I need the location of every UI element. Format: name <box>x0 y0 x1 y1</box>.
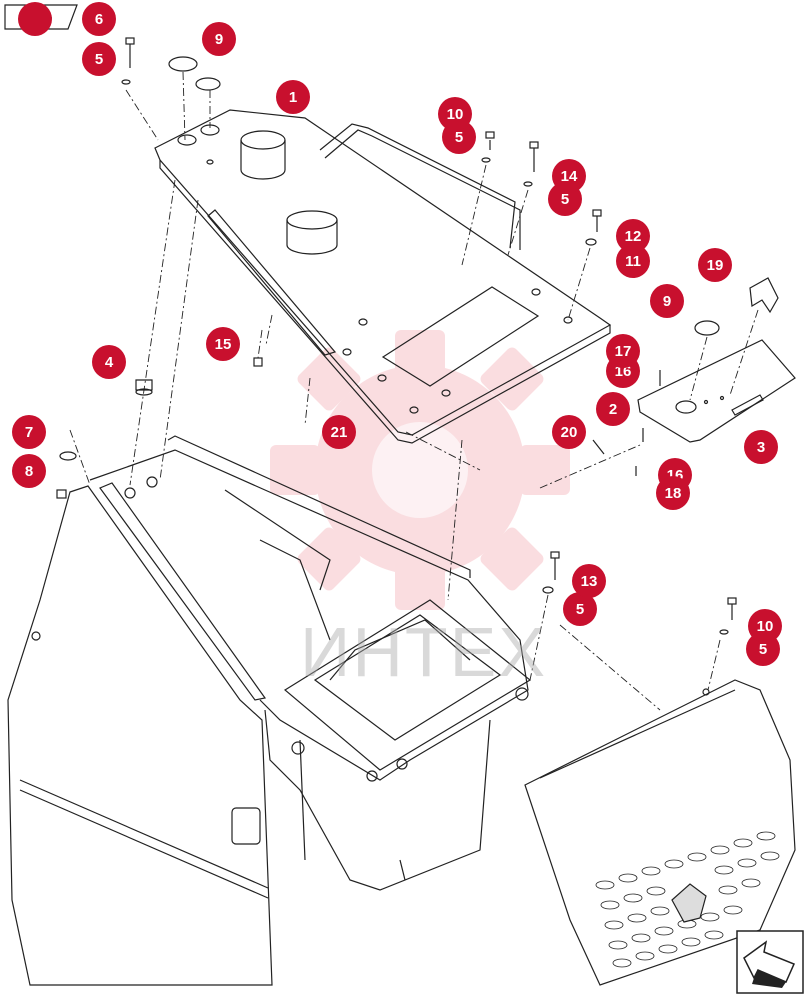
callout-15[interactable]: 15 <box>206 327 240 361</box>
callout-7[interactable]: 7 <box>12 415 46 449</box>
callout-3[interactable]: 3 <box>744 430 778 464</box>
callout-8[interactable]: 8 <box>12 454 46 488</box>
callout-13[interactable]: 13 <box>572 564 606 598</box>
callout-20[interactable]: 20 <box>552 415 586 449</box>
assembly-lines <box>69 71 759 711</box>
callout-2[interactable]: 2 <box>596 392 630 426</box>
clip-part <box>749 277 779 314</box>
fasteners <box>56 37 737 635</box>
callout-1[interactable]: 1 <box>276 80 310 114</box>
home-marker <box>18 2 52 36</box>
callout-19[interactable]: 19 <box>698 248 732 282</box>
arrow-icon <box>736 930 804 994</box>
callout-10[interactable]: 10 <box>748 609 782 643</box>
callout-9[interactable]: 9 <box>650 284 684 318</box>
left-fender-panel <box>7 485 273 986</box>
callout-17[interactable]: 17 <box>606 334 640 368</box>
callout-9[interactable]: 9 <box>202 22 236 56</box>
top-plate-part <box>154 109 612 444</box>
frame-structure <box>89 435 532 891</box>
callout-5[interactable]: 5 <box>82 42 116 76</box>
callout-10[interactable]: 10 <box>438 97 472 131</box>
callout-14[interactable]: 14 <box>552 159 586 193</box>
callout-12[interactable]: 12 <box>616 219 650 253</box>
callout-4[interactable]: 4 <box>92 345 126 379</box>
side-panel-with-vents <box>524 679 796 986</box>
watermark-text: ИНТЕХ <box>300 613 548 691</box>
brand-logo-icon <box>671 883 707 923</box>
callout-18[interactable]: 18 <box>656 476 690 510</box>
callout-21[interactable]: 21 <box>322 415 356 449</box>
callout-11[interactable]: 11 <box>616 244 650 278</box>
next-page-button[interactable] <box>736 930 804 994</box>
callout-6[interactable]: 6 <box>82 2 116 36</box>
cover-plate-part <box>637 339 796 443</box>
